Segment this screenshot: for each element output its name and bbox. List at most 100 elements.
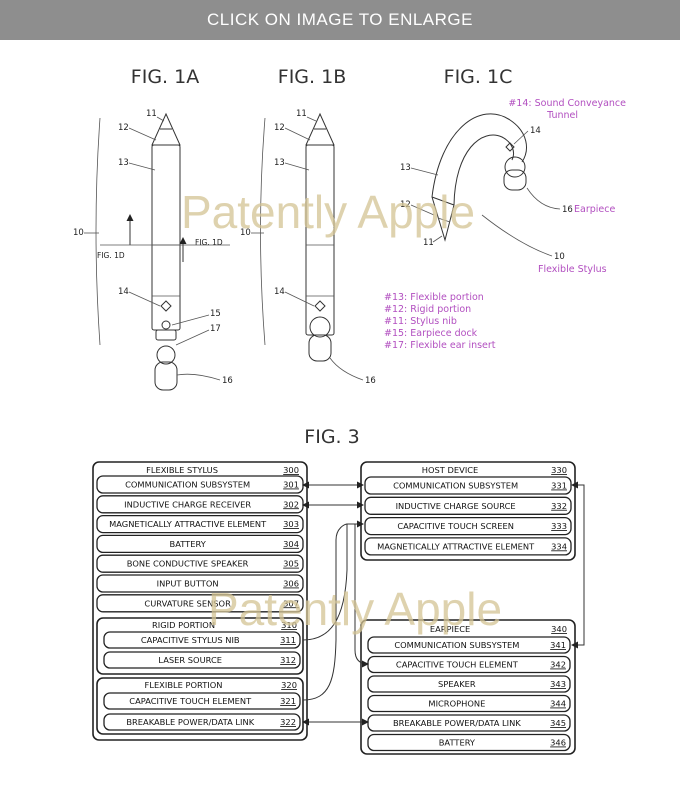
- host-item-331-label: COMMUNICATION SUBSYSTEM: [393, 481, 518, 491]
- stylus-item-302-label: INDUCTIVE CHARGE RECEIVER: [124, 499, 251, 509]
- stylus-item-307-number: 307: [283, 598, 299, 608]
- ref-11: 11: [146, 109, 157, 119]
- stylus-item-305-number: 305: [283, 559, 299, 569]
- ref-13: 13: [118, 158, 129, 168]
- rigid-item-312-label: LASER SOURCE: [158, 655, 222, 665]
- block-rigid-portion: [96, 617, 304, 675]
- rigid-item-311-number: 311: [280, 635, 296, 645]
- flexible-item-321-label: CAPACITIVE TOUCH ELEMENT: [129, 696, 252, 706]
- section-label-bottom: FIG. 1D: [97, 251, 125, 260]
- ref-13: 13: [274, 158, 285, 168]
- stylus-item-302-number: 302: [283, 499, 299, 509]
- rigid-item-312: [103, 651, 301, 669]
- flexible-item-321-number: 321: [280, 696, 296, 706]
- link-311-333: [302, 520, 364, 641]
- ref-11: 11: [423, 238, 434, 248]
- host-device-title: HOST DEVICE: [422, 465, 479, 475]
- ref-16: 16: [222, 376, 233, 386]
- annotation-tunnel-line2: Tunnel: [546, 110, 578, 121]
- earpiece-item-341-label: COMMUNICATION SUBSYSTEM: [394, 640, 519, 650]
- legend-line-12: #12: Rigid portion: [384, 304, 471, 315]
- ref-17: 17: [210, 324, 221, 334]
- fig-1c-curved-stylus-drawing: [431, 113, 527, 242]
- fig-1a-ref-numbers: 11 12 13 10 14 15 17 16 FIG. 1D FIG. 1D: [73, 109, 233, 386]
- stylus-item-306-number: 306: [283, 579, 299, 589]
- ref-10: 10: [73, 228, 84, 238]
- section-label-top: FIG. 1D: [195, 238, 223, 247]
- earpiece-item-342-number: 342: [550, 660, 566, 670]
- host-item-334-number: 334: [551, 541, 567, 551]
- ref-11: 11: [296, 109, 307, 119]
- earpiece-item-345-number: 345: [550, 718, 566, 728]
- fig-1a-bracket: [95, 117, 101, 346]
- rigid-item-311: [103, 631, 301, 649]
- watermark-top: Patently Apple: [181, 186, 475, 238]
- fig-3-connectors: [302, 481, 585, 726]
- stylus-item-303: [96, 514, 304, 534]
- ref-15: 15: [210, 309, 221, 319]
- legend-line-15: #15: Earpiece dock: [384, 328, 478, 339]
- host-item-333-label: CAPACITIVE TOUCH SCREEN: [397, 521, 514, 531]
- flexible-portion-number: 320: [281, 680, 297, 690]
- earpiece-item-342-label: CAPACITIVE TOUCH ELEMENT: [396, 660, 519, 670]
- flexible-portion-title: FLEXIBLE PORTION: [145, 680, 223, 690]
- ref-14: 14: [274, 287, 285, 297]
- fig-1b-title: FIG. 1B: [278, 66, 346, 88]
- ref-14: 14: [530, 126, 541, 136]
- stylus-item-304: [96, 534, 304, 554]
- fig-1a-title: FIG. 1A: [131, 66, 199, 88]
- fig-1c-title: FIG. 1C: [444, 66, 513, 88]
- fig-1c-ref-numbers: 14 13 12 11 16 10: [400, 126, 573, 262]
- stylus-item-303-label: MAGNETICALLY ATTRACTIVE ELEMENT: [109, 519, 267, 529]
- earpiece-item-344: [367, 694, 571, 713]
- fig-1b-stylus-drawing: [305, 112, 335, 362]
- annotation-flexible-stylus: Flexible Stylus: [538, 264, 607, 275]
- block-flexible-portion: [96, 677, 304, 735]
- earpiece-item-343-label: SPEAKER: [438, 679, 476, 689]
- annotation-tunnel-line1: #14: Sound Conveyance: [508, 98, 626, 109]
- legend-line-11: #11: Stylus nib: [384, 316, 457, 327]
- ref-12: 12: [118, 123, 129, 133]
- ref-13: 13: [400, 163, 411, 173]
- stylus-item-301-number: 301: [283, 480, 299, 490]
- earpiece-item-346-number: 346: [550, 738, 566, 748]
- stylus-item-303-number: 303: [283, 519, 299, 529]
- fig-1c: FIG. 1C 14 13 12 11 16 10 #14: Soun: [400, 66, 626, 275]
- fig-1b: FIG. 1B 11 12 13 10 14 16: [240, 66, 376, 386]
- earpiece-item-344-number: 344: [550, 699, 566, 709]
- earpiece-title: EARPIECE: [430, 624, 470, 634]
- fig-1b-bracket: [260, 117, 266, 346]
- fig-1a: FIG. 1A 11 12 13 10 14: [73, 66, 233, 391]
- stylus-item-305-label: BONE CONDUCTIVE SPEAKER: [127, 559, 249, 569]
- ref-10: 10: [240, 228, 251, 238]
- flexible-item-322: [103, 713, 301, 731]
- rigid-portion-title: RIGID PORTION: [152, 620, 215, 630]
- ref-16: 16: [562, 205, 573, 215]
- link-331-341: [571, 481, 585, 649]
- earpiece-item-343: [367, 675, 571, 693]
- link-333-342: [354, 524, 369, 668]
- stylus-item-306: [96, 574, 304, 593]
- flexible-item-322-number: 322: [280, 717, 296, 727]
- flexible-stylus-number: 300: [283, 465, 299, 475]
- fig-3-title: FIG. 3: [304, 426, 359, 448]
- enlarge-banner[interactable]: CLICK ON IMAGE TO ENLARGE: [0, 0, 680, 40]
- stylus-item-301-label: COMMUNICATION SUBSYSTEM: [125, 480, 250, 490]
- stylus-item-304-number: 304: [283, 539, 299, 549]
- earpiece-number: 340: [551, 624, 567, 634]
- ref-12: 12: [400, 200, 411, 210]
- host-device-number: 330: [551, 465, 567, 475]
- fig-1c-annotations: #14: Sound Conveyance Tunnel Earpiece Fl…: [508, 98, 626, 275]
- earpiece-item-346-label: BATTERY: [439, 738, 476, 748]
- host-item-333-number: 333: [551, 521, 567, 531]
- legend-line-17: #17: Flexible ear insert: [384, 340, 496, 351]
- stylus-item-305: [96, 554, 304, 573]
- earpiece-item-344-label: MICROPHONE: [428, 699, 485, 709]
- watermark-bottom: Patently Apple: [208, 583, 502, 635]
- stylus-item-306-label: INPUT BUTTON: [157, 579, 219, 589]
- legend-line-13: #13: Flexible portion: [384, 292, 484, 303]
- host-item-334-label: MAGNETICALLY ATTRACTIVE ELEMENT: [377, 541, 535, 551]
- ref-14: 14: [118, 287, 129, 297]
